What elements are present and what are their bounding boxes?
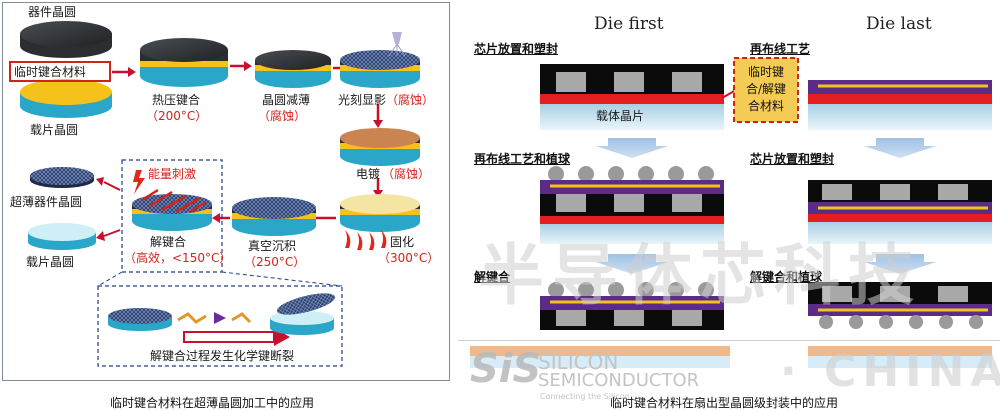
device-wafer-label: 器件晶圆 (28, 5, 77, 19)
df-stack-2 (540, 166, 724, 244)
left-caption: 临时键合材料在超薄晶圆加工中的应用 (110, 396, 315, 410)
thinning-wafer (255, 50, 331, 88)
thinning-sub: （腐蚀） (258, 109, 307, 123)
df-stack-3 (540, 282, 724, 330)
device-wafer-graphic (20, 21, 112, 58)
dl-step1-label: 再布线工艺 (750, 42, 811, 56)
carrier-label: 载体晶片 (596, 109, 645, 123)
debond-box (121, 159, 223, 273)
vacuum-temp: （250°C） (244, 255, 306, 269)
thermo-bond-label: 热压键合 (152, 93, 201, 107)
df-arrow-2 (596, 254, 668, 274)
dl-stack-3 (808, 282, 992, 329)
chem-break-detail (108, 293, 336, 346)
dl-arrow-2 (864, 254, 936, 274)
chem-break-box (97, 285, 343, 367)
curing-label: 固化 (390, 235, 415, 249)
temp-bond-material-label: 临时键合材料 (14, 65, 87, 79)
dl-material-box (733, 57, 799, 123)
die-last-heading: Die last (866, 14, 932, 34)
plating-sub: （腐蚀） (382, 167, 431, 181)
df-step1-label: 芯片放置和塑封 (474, 42, 559, 56)
carrier2-label: 载片晶圆 (26, 255, 75, 269)
df-arrow-1 (596, 138, 668, 158)
df-step3-label: 解键合 (474, 270, 511, 284)
vacuum-wafer (232, 197, 316, 236)
df-step2-label: 再布线工艺和植球 (474, 152, 571, 166)
thermo-bond-wafer (140, 38, 228, 87)
carrier-wafer-graphic (20, 79, 112, 118)
litho-wafer (340, 32, 420, 88)
litho-sub: （腐蚀） (386, 93, 435, 107)
debond-label: 解键合 (150, 235, 187, 249)
right-caption: 临时键合材料在扇出型晶圆级封装中的应用 (610, 396, 839, 410)
dl-stack-1 (808, 80, 992, 130)
plating-label: 电镀 (356, 167, 381, 181)
vacuum-label: 真空沉积 (248, 239, 297, 253)
curing-wafer (340, 194, 420, 250)
dl-arrow-1 (864, 138, 936, 158)
thermo-bond-temp: （200°C） (146, 109, 208, 123)
plating-wafer (340, 128, 420, 166)
dl-step2-label: 芯片放置和塑封 (750, 152, 835, 166)
curing-temp: （300°C） (378, 251, 440, 265)
debond-wafer (132, 170, 212, 231)
thinning-label: 晶圆减薄 (262, 93, 311, 107)
litho-label: 光刻显影 (338, 93, 387, 107)
watermark-tag: Connecting the Silicon (540, 392, 630, 401)
dl-material-label: 临时键合/解键合材料 (745, 65, 787, 113)
dl-step3-label: 解键合和植球 (750, 270, 823, 284)
energy-label: 能量刺激 (148, 167, 197, 181)
carrier-wafer-label: 载片晶圆 (30, 123, 79, 137)
ultrathin-label: 超薄器件晶圆 (10, 195, 83, 209)
df-stack-1 (540, 64, 737, 130)
watermark-name1: SILICON (538, 350, 619, 374)
debond-sub: （高效，<150°C） (124, 251, 232, 265)
watermark-name2: SEMICONDUCTOR (538, 370, 700, 391)
watermark-china: · CHINA (780, 346, 1000, 397)
ultrathin-wafer (30, 167, 94, 188)
carrier-wafer-output (28, 223, 96, 250)
watermark-cn: 半导体芯科技 (478, 237, 922, 314)
temp-bond-highlight-box (9, 61, 111, 82)
die-first-heading: Die first (594, 14, 664, 34)
watermark-logo: SiS (470, 346, 542, 392)
dl-stack-2 (808, 180, 992, 244)
chem-break-label: 解键合过程发生化学键断裂 (150, 349, 295, 363)
